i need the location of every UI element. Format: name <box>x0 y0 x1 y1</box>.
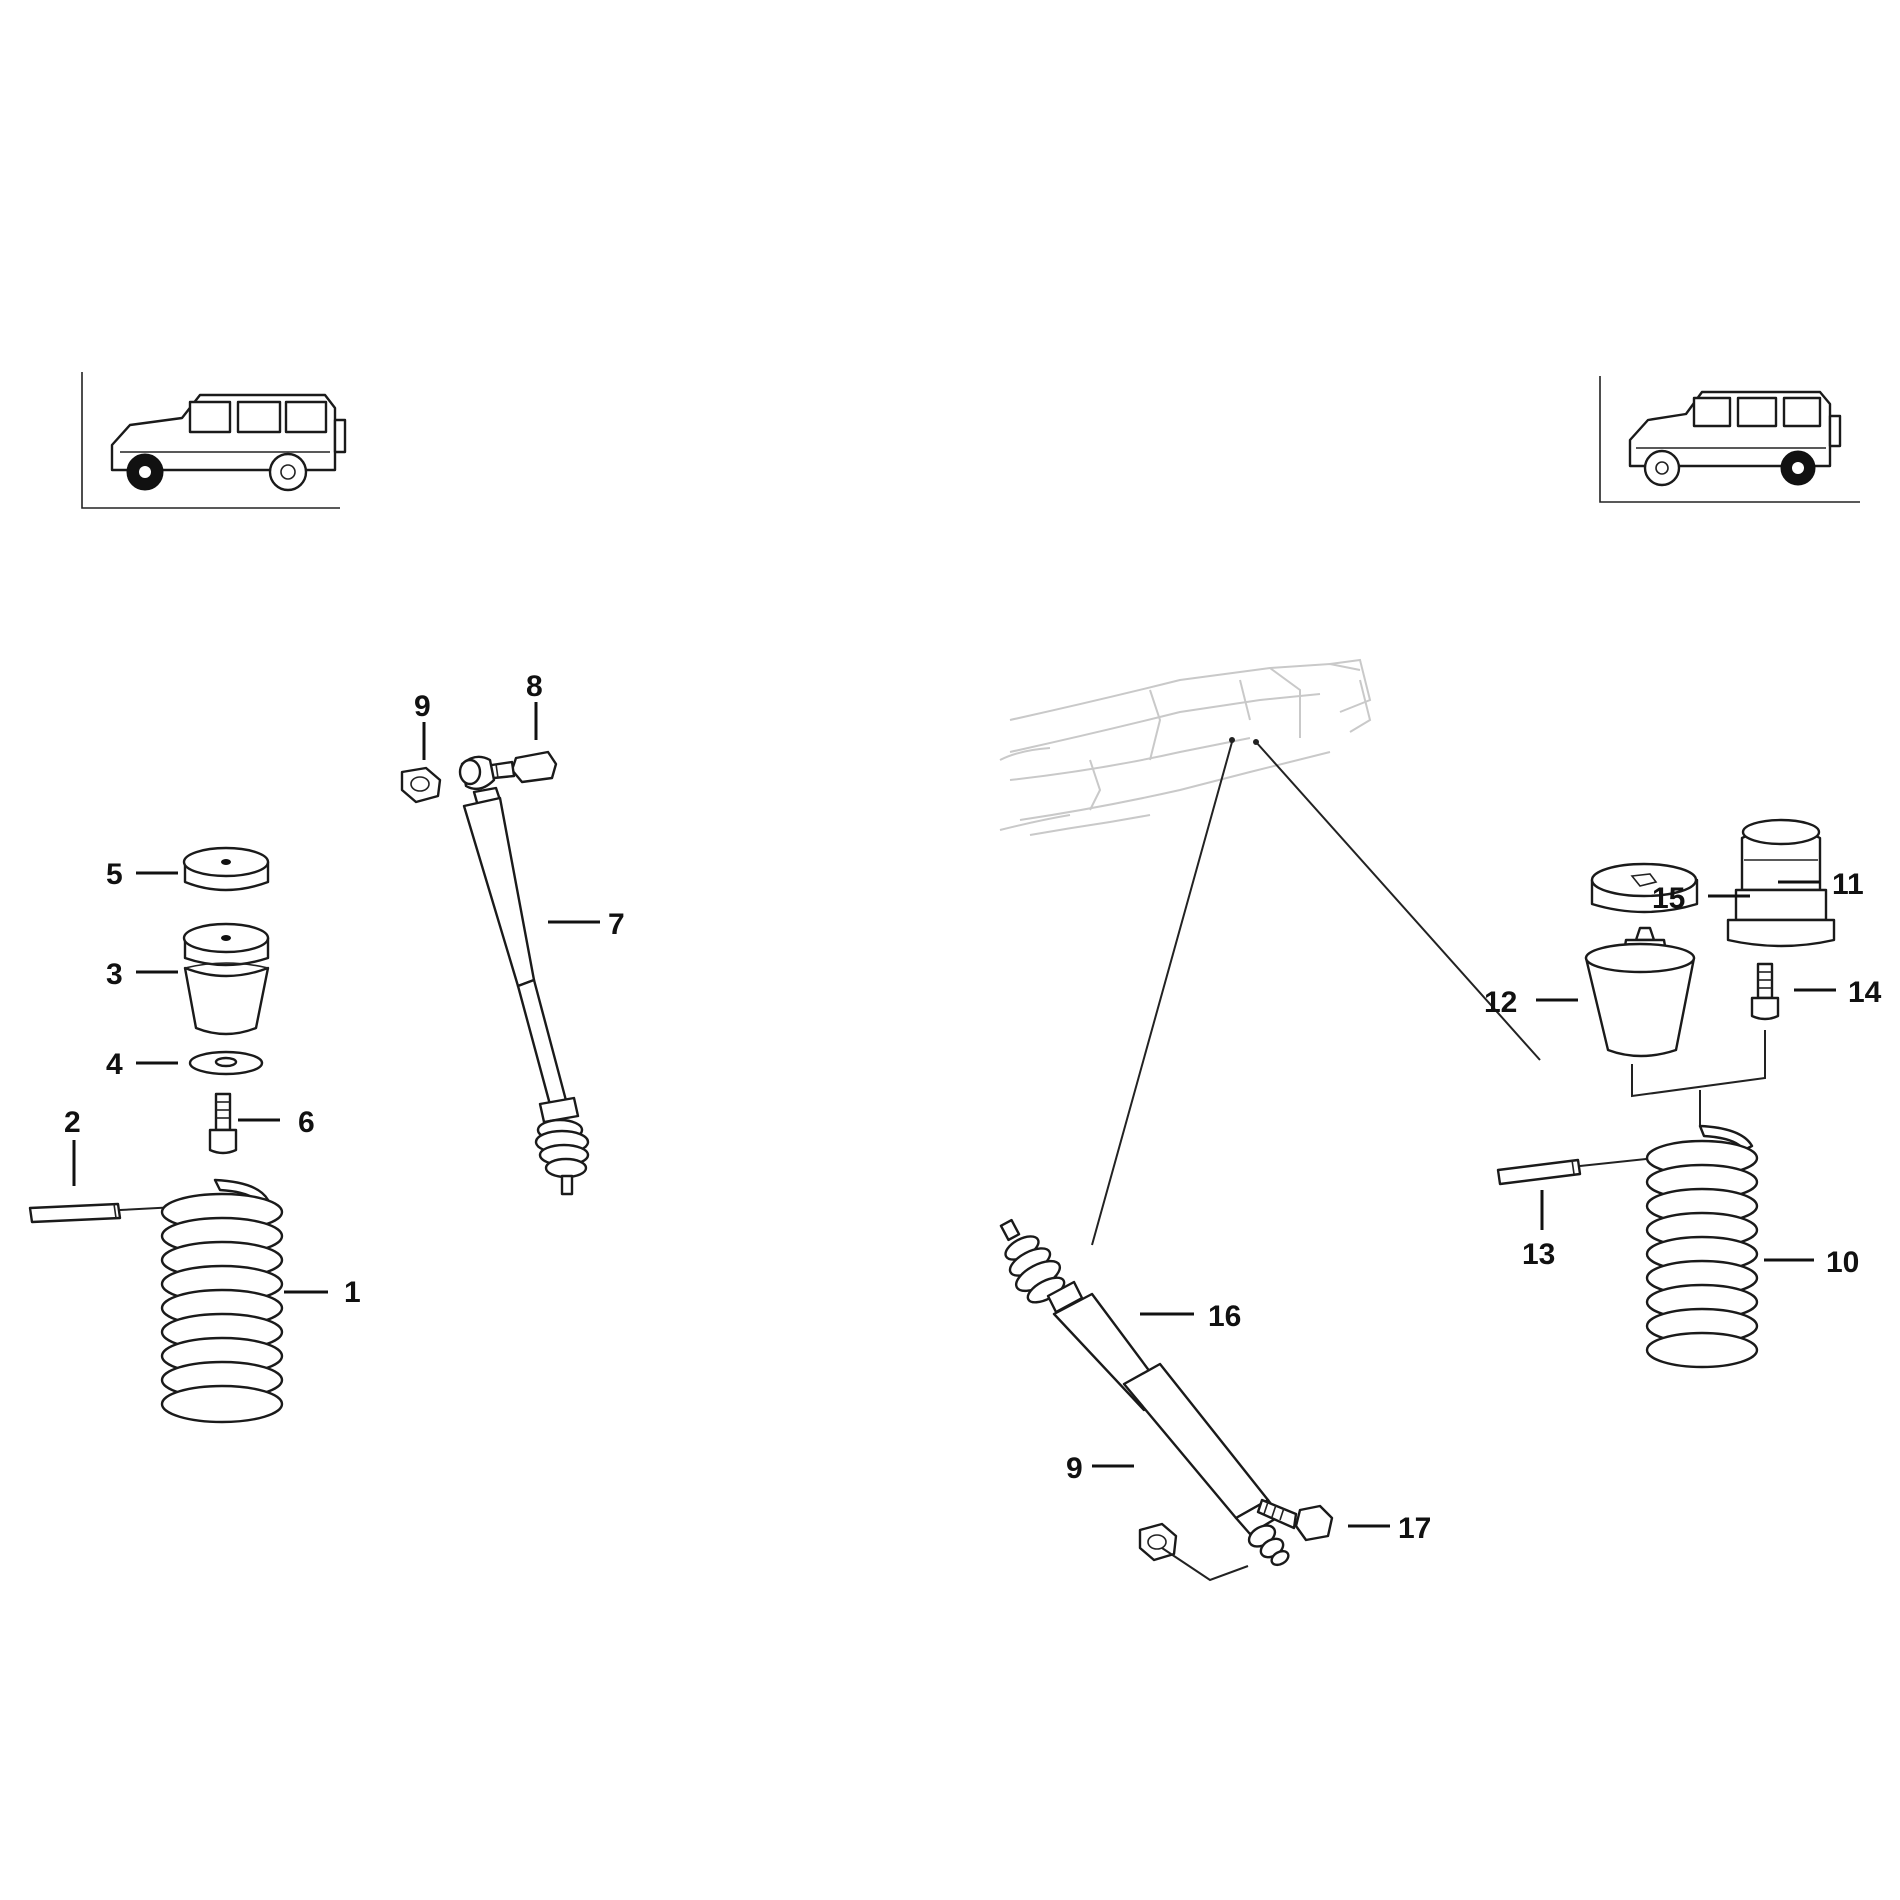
callout-label-9-left: 9 <box>414 690 431 723</box>
callout-label-13: 13 <box>1522 1238 1555 1271</box>
front-wheel-icon <box>1643 449 1681 487</box>
callout-label-9-right: 9 <box>1066 1452 1083 1485</box>
mount-point <box>1229 737 1235 743</box>
part-3-rubber-buffer <box>182 922 270 1036</box>
vehicle-body-icon <box>1628 390 1842 468</box>
mount-leader-line <box>1255 741 1541 1061</box>
callout-label-10: 10 <box>1826 1246 1859 1279</box>
connector-line <box>1631 1030 1766 1098</box>
spring-coil <box>1645 1331 1759 1369</box>
part-6-bolt <box>208 1092 238 1155</box>
part-14-bolt <box>1750 962 1780 1021</box>
mount-point <box>1253 739 1259 745</box>
callout-label-17: 17 <box>1398 1512 1431 1545</box>
part-7-shock-absorber <box>458 755 590 1196</box>
connector-line <box>1161 1547 1249 1582</box>
callout-label-15: 15 <box>1652 882 1685 915</box>
rear-wheel-icon <box>268 452 308 492</box>
callout-label-3: 3 <box>106 958 123 991</box>
callout-label-8: 8 <box>526 670 543 703</box>
part-5-spring-seat <box>182 846 270 892</box>
part-12-conical-buffer <box>1584 926 1696 1058</box>
callout-label-11: 11 <box>1832 868 1864 901</box>
mount-leader-line <box>1091 741 1233 1246</box>
rear-wheel-highlight-icon <box>1780 450 1816 486</box>
part-9-nut <box>400 766 442 804</box>
part-15-spring-seat <box>1590 862 1699 914</box>
part-4-washer <box>188 1050 264 1076</box>
front-wheel-highlight-icon <box>126 453 164 491</box>
vehicle-thumbnail-front <box>81 372 347 509</box>
callout-label-1: 1 <box>344 1276 361 1309</box>
part-13-pin <box>1496 1158 1582 1186</box>
callout-label-2: 2 <box>64 1106 81 1139</box>
callout-label-16: 16 <box>1208 1300 1241 1333</box>
spring-coil <box>160 1384 284 1424</box>
callout-label-4: 4 <box>106 1048 123 1081</box>
part-10-coil-spring <box>1645 1124 1759 1369</box>
callout-label-7: 7 <box>608 908 625 941</box>
callout-label-14: 14 <box>1848 976 1882 1009</box>
callout-label-5: 5 <box>106 858 123 891</box>
callout-leaders <box>72 702 1836 1528</box>
connector-line <box>1579 1157 1657 1167</box>
part-1-coil-spring <box>160 1178 284 1424</box>
callout-label-12: 12 <box>1484 986 1517 1019</box>
part-16-shock-absorber <box>999 1218 1290 1567</box>
part-2-pin <box>28 1202 122 1224</box>
callout-label-6: 6 <box>298 1106 315 1139</box>
part-11-bump-stop <box>1726 818 1836 948</box>
part-17-bolt <box>1256 1498 1334 1542</box>
vehicle-frame-sketch <box>999 658 1372 836</box>
vehicle-body-icon <box>110 393 347 472</box>
vehicle-thumbnail-rear <box>1599 376 1860 503</box>
